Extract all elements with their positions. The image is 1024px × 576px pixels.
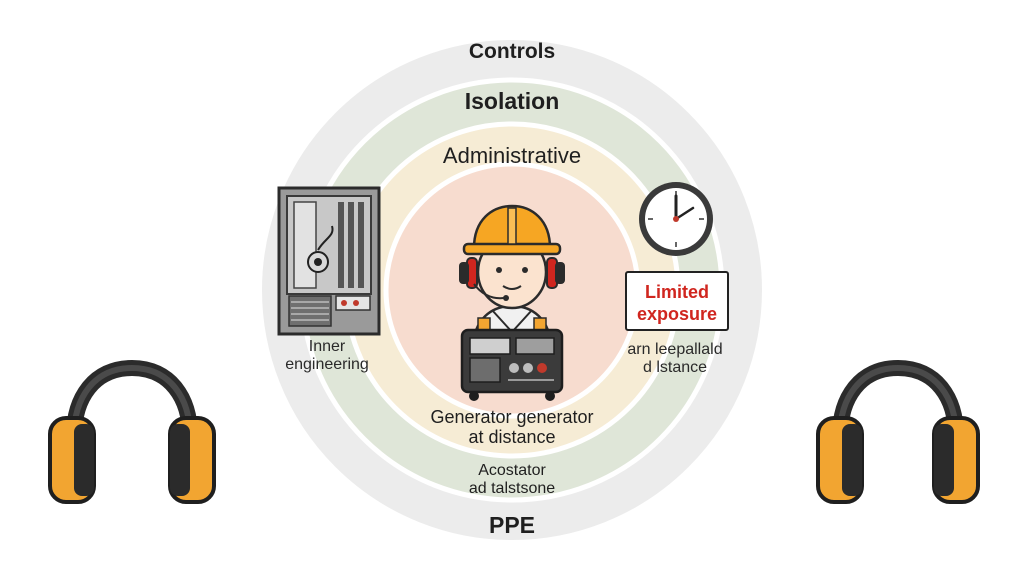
headphones-icon (48, 359, 216, 504)
generator-label-line2: at distance (468, 427, 556, 447)
engineering-label-line2: engineering (285, 356, 369, 373)
ppe-title: PPE (488, 512, 536, 538)
badge-line1: Limited (644, 282, 709, 302)
controls-title: Controls (468, 40, 556, 63)
engineering-label-line1: Inner (308, 338, 346, 355)
right-label-line2: d lstance (642, 359, 708, 376)
badge-line2: exposure (636, 304, 718, 324)
generator-icon (460, 328, 564, 401)
electrical-panel-icon (277, 186, 381, 336)
isolation-title: Isolation (464, 88, 560, 114)
headphones-icon (816, 359, 980, 504)
right-label-line1: arn leepallald (627, 341, 723, 358)
clock-icon (639, 182, 713, 256)
limited-exposure-badge: Limited exposure (625, 271, 729, 331)
administrative-title: Administrative (442, 143, 582, 168)
lower-label-line2: ad talstsone (468, 480, 556, 497)
generator-label-line1: Generator generator (430, 407, 594, 427)
lower-label-line1: Acostator (478, 462, 546, 479)
